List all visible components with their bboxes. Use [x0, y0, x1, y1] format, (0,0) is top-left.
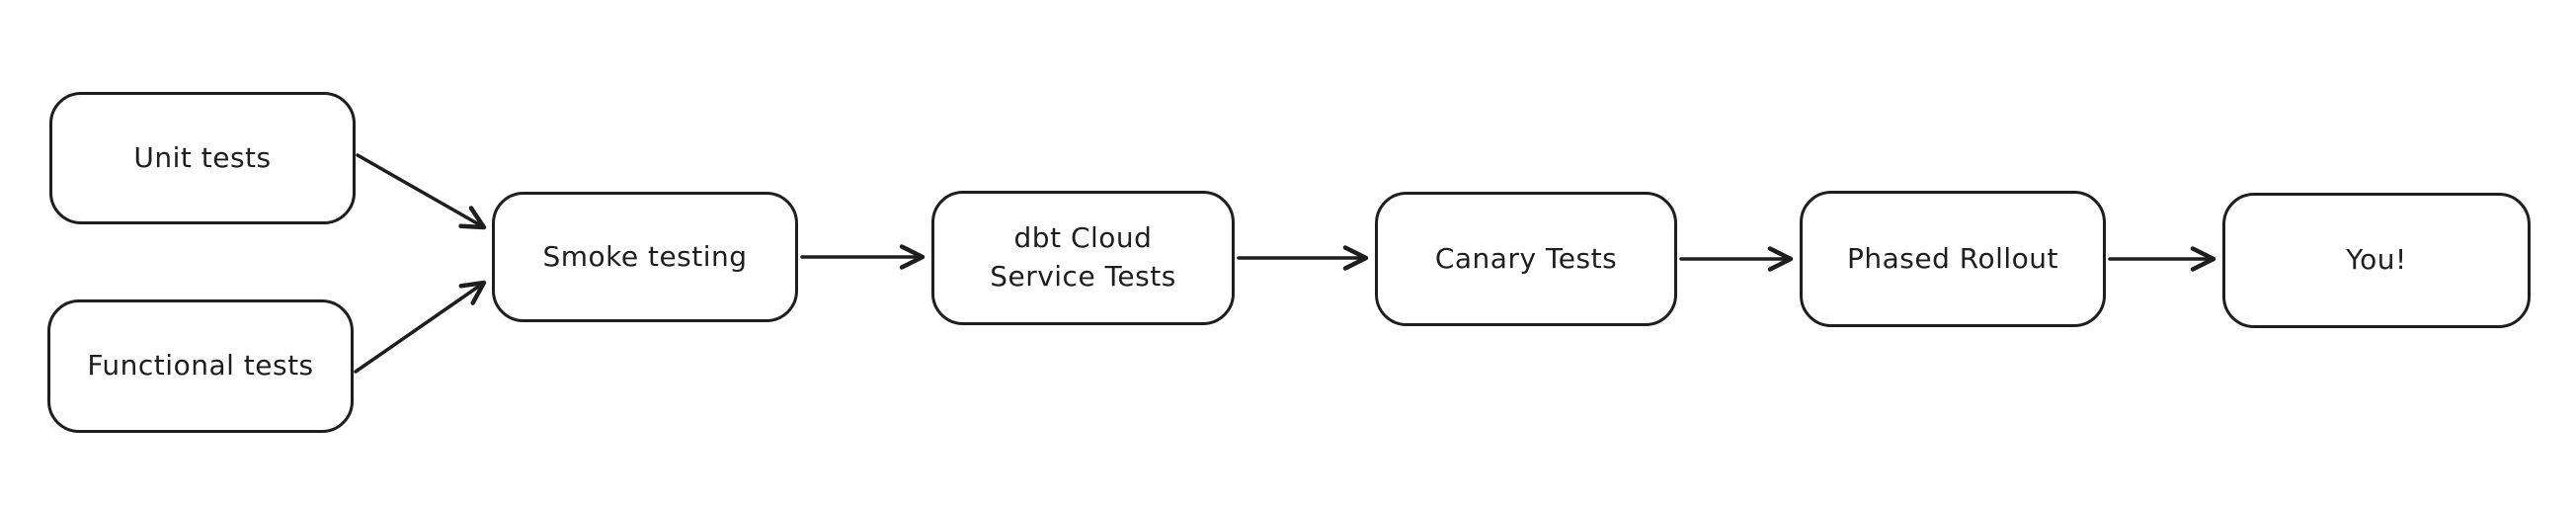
node-smoke-testing: Smoke testing [492, 192, 798, 322]
node-label-smoke-testing: Smoke testing [542, 239, 748, 273]
node-label-you: You! [2346, 243, 2407, 277]
node-phased-rollout: Phased Rollout [1800, 191, 2106, 327]
arrow-functional-to-smoke [354, 280, 487, 374]
node-label-functional-tests: Functional tests [87, 349, 314, 382]
node-functional-tests: Functional tests [47, 299, 354, 433]
node-label-phased-rollout: Phased Rollout [1846, 241, 2059, 275]
arrow-unit-to-smoke [356, 153, 487, 230]
node-label-canary-tests: Canary Tests [1434, 241, 1618, 275]
node-label-unit-tests: Unit tests [133, 140, 272, 174]
node-unit-tests: Unit tests [49, 92, 356, 224]
node-you: You! [2222, 193, 2531, 328]
node-label-dbt-cloud-service-tests: dbt Cloud Service Tests [990, 221, 1176, 293]
node-dbt-cloud-service-tests: dbt Cloud Service Tests [931, 191, 1235, 325]
node-canary-tests: Canary Tests [1375, 192, 1677, 326]
